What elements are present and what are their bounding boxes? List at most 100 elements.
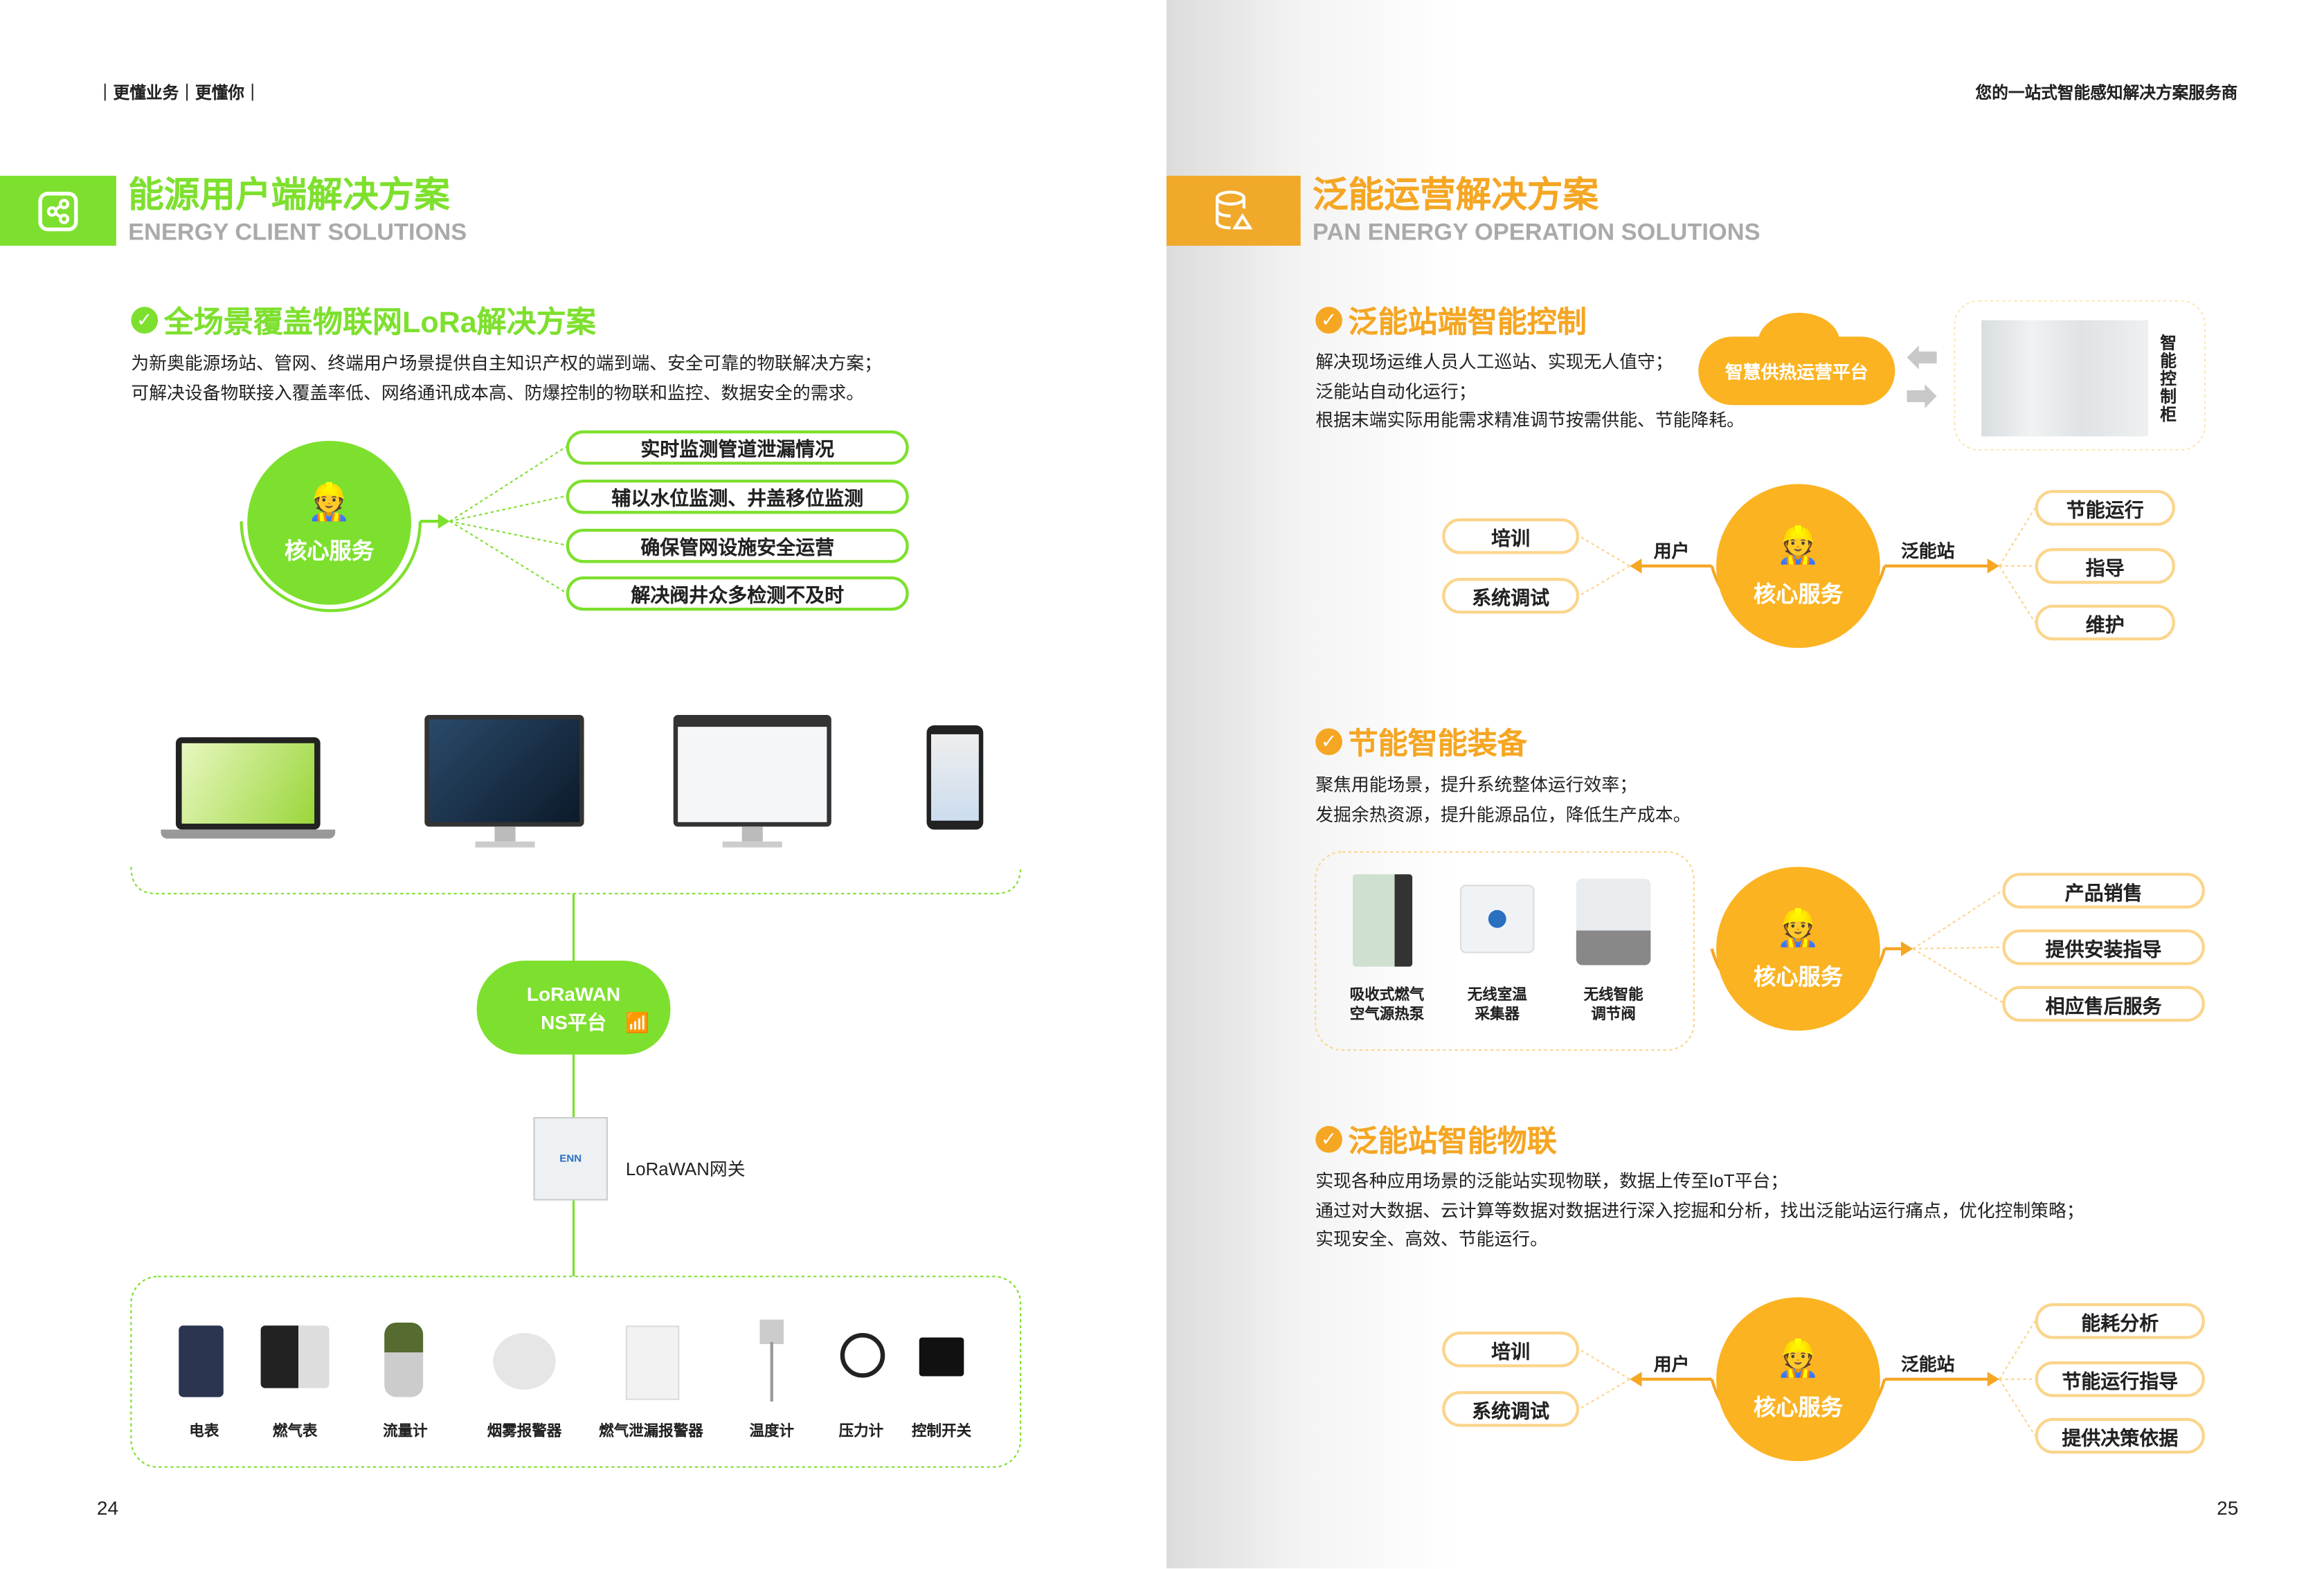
control-switch-image <box>919 1337 964 1377</box>
worker-conveyor-icon: 👷 <box>1776 907 1821 948</box>
equipment-label-line: 采集器 <box>1475 1006 1520 1024</box>
user-label: 用户 <box>1653 541 1690 562</box>
heat-pump-image <box>1353 874 1413 967</box>
station-label: 泛能站 <box>1900 1354 1955 1375</box>
device-label: 控制开关 <box>912 1424 972 1440</box>
equipment-label-line: 无线室温 <box>1467 987 1527 1004</box>
core-service-circle: 👷 核心服务 <box>247 440 411 605</box>
gateway-logo: ENN <box>559 1153 582 1164</box>
wireless-signal-icon: 📶 <box>625 1011 650 1034</box>
equipment-label: 无线智能调节阀 <box>1569 986 1658 1025</box>
cloud-line: NS平台 <box>541 1010 606 1033</box>
check-icon: ✓ <box>1315 306 1342 333</box>
section-heading: ✓ 节能智能装备 <box>1315 719 1527 762</box>
platform-label: 智慧供热运营平台 <box>1724 361 1868 382</box>
check-icon: ✓ <box>131 306 159 333</box>
benefit-pill: 实时监测管道泄漏情况 <box>566 430 909 465</box>
section-title: 节能智能装备 <box>1348 728 1527 761</box>
equipment-label-line: 空气源热泵 <box>1349 1006 1425 1024</box>
station-item-pill: 节能运行指导 <box>2035 1361 2205 1397</box>
device-label: 燃气表 <box>272 1424 318 1440</box>
gateway-label: LoRaWAN网关 <box>625 1159 746 1180</box>
user-item-pill: 培训 <box>1442 1331 1580 1368</box>
section-title: 全场景覆盖物联网LoRa解决方案 <box>163 307 596 340</box>
section-heading: ✓ 泛能站端智能控制 <box>1315 298 1587 341</box>
station-label: 泛能站 <box>1900 541 1955 562</box>
benefit-pill: 解决阀井众多检测不及时 <box>566 576 909 611</box>
station-item-pill: 提供决策依据 <box>2035 1417 2205 1454</box>
paragraph-line: 可解决设备物联接入覆盖率低、网络通讯成本高、防爆控制的物联和监控、数据安全的需求… <box>131 381 865 403</box>
paragraph-line: 泛能站自动化运行； <box>1315 380 1477 401</box>
station-item-pill: 节能运行 <box>2035 490 2175 526</box>
check-icon: ✓ <box>1315 727 1342 754</box>
equipment-label-line: 无线智能 <box>1583 987 1643 1004</box>
electric-meter-image <box>179 1325 224 1397</box>
page-number: 24 <box>96 1496 119 1520</box>
phone-image <box>926 725 984 830</box>
paragraph-line: 解决现场运维人员人工巡站、实现无人值守； <box>1315 351 1673 372</box>
core-label: 核心服务 <box>1753 581 1844 607</box>
section-paragraph: 聚焦用能场景，提升系统整体运行效率； 发掘余热资源，提升能源品位，降低生产成本。 <box>1315 772 1691 830</box>
check-icon: ✓ <box>1315 1125 1342 1152</box>
page-subtitle: ENERGY CLIENT SOLUTIONS <box>128 220 467 246</box>
equipment-label: 无线室温采集器 <box>1452 986 1542 1025</box>
equipment-label: 吸收式燃气空气源热泵 <box>1341 986 1433 1025</box>
right-header: 您的一站式智能感知解决方案服务商 <box>1975 84 2238 103</box>
core-service-circle: 👷 核心服务 <box>1716 484 1880 649</box>
core-service-circle: 👷 核心服务 <box>1716 867 1880 1031</box>
gas-meter-image <box>260 1325 330 1388</box>
device-label: 温度计 <box>749 1424 795 1440</box>
user-item-pill: 系统调试 <box>1442 577 1580 614</box>
device-label: 燃气泄漏报警器 <box>599 1424 703 1440</box>
share-icon <box>0 175 116 246</box>
cabinet-label: 智能控制柜 <box>2160 335 2177 425</box>
left-header: ｜更懂业务｜更懂你｜ <box>96 84 261 103</box>
section-paragraph: 实现各种应用场景的泛能站实现物联，数据上传至IoT平台； 通过对大数据、云计算等… <box>1315 1168 2084 1255</box>
page-subtitle: PAN ENERGY OPERATION SOLUTIONS <box>1312 220 1760 246</box>
database-icon <box>1166 175 1301 246</box>
pressure-gauge-image <box>840 1333 885 1378</box>
user-label: 用户 <box>1653 1354 1690 1375</box>
worker-conveyor-icon: 👷 <box>1776 1338 1821 1379</box>
laptop-image <box>161 737 336 844</box>
gas-leak-alarm-image <box>625 1325 680 1400</box>
worker-conveyor-icon: 👷 <box>1776 525 1821 565</box>
platform-cloud: 智慧供热运营平台 <box>1698 336 1895 406</box>
worker-conveyor-icon: 👷 <box>307 482 352 523</box>
gateway-image: ENN <box>533 1117 609 1201</box>
flowmeter-image <box>384 1322 424 1397</box>
device-label: 烟雾报警器 <box>487 1424 562 1440</box>
device-label: 电表 <box>189 1424 219 1440</box>
paragraph-line: 实现各种应用场景的泛能站实现物联，数据上传至IoT平台； <box>1315 1170 1789 1192</box>
benefit-pill: 确保管网设施安全运营 <box>566 528 909 563</box>
page-number: 25 <box>2217 1496 2239 1520</box>
station-item-pill: 指导 <box>2035 547 2175 584</box>
paragraph-line: 实现安全、高效、节能运行。 <box>1315 1228 1548 1250</box>
paragraph-line: 为新奥能源场站、管网、终端用户场景提供自主知识产权的端到端、安全可靠的物联解决方… <box>131 353 883 374</box>
core-label: 核心服务 <box>1753 1395 1844 1420</box>
page-title: 能源用户端解决方案 <box>128 175 450 217</box>
section-heading: ✓ 泛能站智能物联 <box>1315 1117 1557 1160</box>
user-item-pill: 培训 <box>1442 518 1580 554</box>
device-label: 压力计 <box>838 1424 884 1440</box>
station-item-pill: 能耗分析 <box>2035 1303 2205 1339</box>
section-title: 泛能站端智能控制 <box>1348 307 1587 340</box>
device-label: 流量计 <box>383 1424 428 1440</box>
section-paragraph: 为新奥能源场站、管网、终端用户场景提供自主知识产权的端到端、安全可靠的物联解决方… <box>131 350 882 408</box>
user-item-pill: 系统调试 <box>1442 1390 1580 1427</box>
core-label: 核心服务 <box>284 538 375 564</box>
thermometer-image <box>759 1319 784 1402</box>
equipment-label-line: 吸收式燃气 <box>1349 987 1425 1004</box>
core-label: 核心服务 <box>1753 964 1844 990</box>
service-pill: 提供安装指导 <box>2002 929 2205 965</box>
paragraph-line: 发掘余热资源，提升能源品位，降低生产成本。 <box>1315 804 1691 825</box>
station-item-pill: 维护 <box>2035 604 2175 641</box>
section-heading: ✓ 全场景覆盖物联网LoRa解决方案 <box>131 298 596 341</box>
paragraph-line: 聚焦用能场景，提升系统整体运行效率； <box>1315 774 1638 796</box>
benefit-pill: 辅以水位监测、井盖移位监测 <box>566 479 909 514</box>
temperature-collector-image <box>1459 885 1535 954</box>
page-title: 泛能运营解决方案 <box>1312 175 1599 217</box>
section-title: 泛能站智能物联 <box>1348 1125 1557 1159</box>
core-service-circle: 👷 核心服务 <box>1716 1297 1880 1462</box>
